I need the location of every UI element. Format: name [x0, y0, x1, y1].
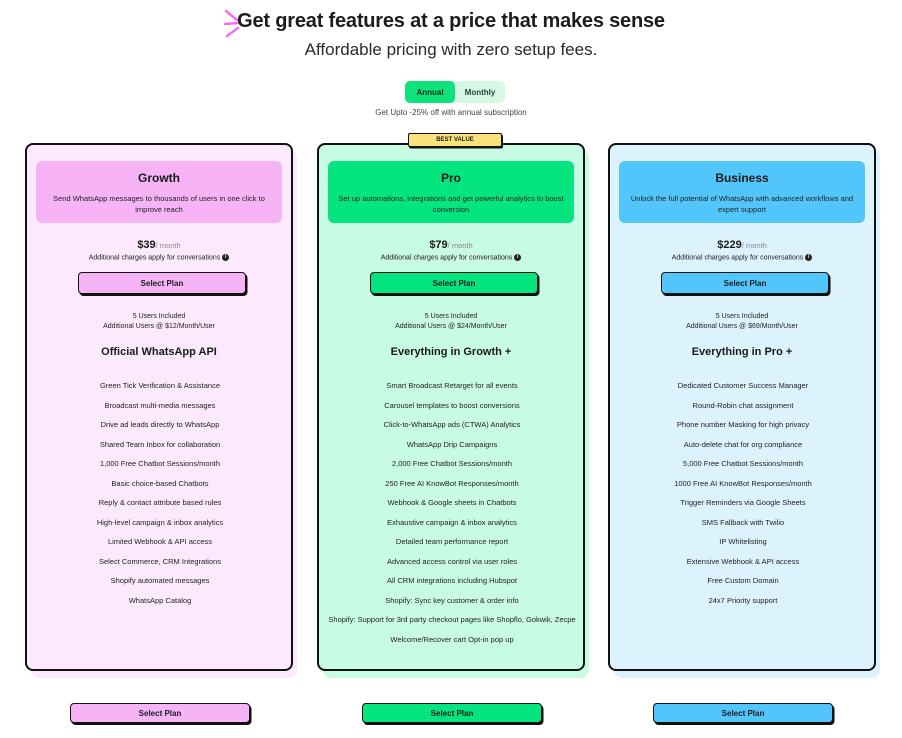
feature-item: Reply & contact attribute based rules: [98, 498, 222, 507]
feature-item: Select Commerce, CRM Integrations: [98, 556, 222, 566]
feature-item: Green Tick Verification & Assistance: [99, 381, 221, 390]
feature-item: WhatsApp Catalog: [128, 595, 192, 605]
price-period: / month: [155, 241, 181, 250]
feature-list: Smart Broadcast Retarget for all events …: [325, 381, 579, 654]
toggle-monthly[interactable]: Monthly: [464, 87, 496, 97]
feature-item: High-level campaign & inbox analytics: [96, 517, 224, 527]
feature-list: Green Tick Verification & Assistance Bro…: [33, 381, 287, 615]
feature-item: Limited Webhook & API access: [107, 537, 213, 546]
plan-description: Unlock the full potential of WhatsApp wi…: [630, 194, 854, 214]
additional-users: Additional Users @ $12/Month/User: [103, 323, 215, 330]
feature-item: Drive ad leads directly to WhatsApp: [100, 420, 220, 429]
feature-item: 2,000 Free Chatbot Sessions/month: [391, 459, 513, 468]
plan-name: Growth: [138, 171, 180, 185]
feature-item: Auto-delete chat for org compliance: [683, 439, 803, 449]
feature-item: Welcome/Recover cart Opt-in pop up: [390, 634, 514, 644]
feature-item: Exhaustive campaign & inbox analytics: [387, 517, 517, 527]
feature-item: Free Custom Domain: [707, 576, 779, 585]
select-plan-button[interactable]: Select Plan: [78, 272, 246, 294]
bottom-select-plan-growth[interactable]: Select Plan: [70, 703, 250, 723]
plan-header: Pro Set up automations, integrations and…: [328, 161, 574, 223]
charges-text: Additional charges apply for conversatio…: [380, 254, 513, 262]
feature-item: Advanced access control via user roles: [386, 556, 518, 566]
sparkle-icon: [223, 9, 240, 38]
feature-item: Trigger Reminders via Google Sheets: [680, 498, 806, 507]
feature-item: Carousel templates to boost conversions: [384, 400, 520, 410]
plan-card-growth: Growth Send WhatsApp messages to thousan…: [25, 143, 293, 671]
feature-item: Dedicated Customer Success Manager: [677, 381, 809, 390]
feature-item: 5,000 Free Chatbot Sessions/month: [682, 459, 804, 468]
plan-header: Business Unlock the full potential of Wh…: [619, 161, 865, 223]
bottom-select-plan-pro[interactable]: Select Plan: [362, 703, 542, 723]
info-icon[interactable]: i: [805, 254, 813, 261]
feature-item: 24x7 Priority support: [708, 595, 778, 605]
charges-note: Additional charges apply for conversatio…: [319, 254, 583, 261]
charges-note: Additional charges apply for conversatio…: [27, 254, 291, 261]
features-section-title: Official WhatsApp API: [101, 346, 217, 358]
users-included: 5 Users Included: [424, 313, 478, 320]
plan-name: Business: [715, 171, 769, 185]
plan-card-business: Business Unlock the full potential of Wh…: [608, 143, 876, 671]
price-period: / month: [447, 241, 473, 250]
feature-item: Webhook & Google sheets in Chatbots: [387, 498, 517, 507]
charges-note: Additional charges apply for conversatio…: [610, 254, 874, 261]
billing-toggle[interactable]: Annual Monthly: [405, 81, 505, 103]
feature-item: 1,000 Free Chatbot Sessions/month: [99, 459, 221, 468]
charges-text: Additional charges apply for conversatio…: [88, 254, 221, 262]
feature-item: Smart Broadcast Retarget for all events: [386, 381, 518, 390]
feature-item: IP Whitelisting: [719, 537, 767, 546]
features-section-title: Everything in Growth +: [390, 346, 512, 358]
feature-item: Basic choice-based Chatbots: [111, 478, 209, 488]
feature-item: Shared Team Inbox for collaboration: [99, 439, 221, 449]
toggle-annual[interactable]: Annual: [405, 81, 455, 103]
users-info: 5 Users Included Additional Users @ $12/…: [27, 312, 291, 332]
feature-list: Dedicated Customer Success Manager Round…: [616, 381, 870, 615]
select-plan-button[interactable]: Select Plan: [661, 272, 829, 294]
feature-item: WhatsApp Drip Campaigns: [406, 439, 498, 449]
plan-description: Send WhatsApp messages to thousands of u…: [53, 194, 265, 214]
feature-item: 250 Free AI KnowBot Responses/month: [385, 478, 519, 488]
page-title: Get great features at a price that makes…: [237, 10, 665, 32]
plan-card-pro: Pro Set up automations, integrations and…: [317, 143, 585, 671]
plan-name: Pro: [440, 171, 461, 185]
feature-item: Shopify: Sync key customer & order info: [385, 595, 519, 605]
plan-price: $229/ month: [610, 235, 874, 253]
price-amount: $79: [429, 239, 448, 251]
plan-header: Growth Send WhatsApp messages to thousan…: [36, 161, 282, 223]
feature-item: Shopify automated messages: [110, 576, 210, 585]
feature-item: SMS Fallback with Twilio: [701, 517, 785, 527]
plan-description: Set up automations, integrations and get…: [338, 194, 564, 214]
features-section-title: Everything in Pro +: [691, 346, 793, 358]
plan-price: $79/ month: [319, 235, 583, 253]
best-value-badge: BEST VALUE: [408, 133, 502, 147]
feature-item: All CRM integrations including Hubspot: [386, 576, 518, 585]
info-icon[interactable]: i: [222, 254, 230, 261]
select-plan-button[interactable]: Select Plan: [370, 272, 538, 294]
feature-item: Broadcast multi-media messages: [104, 400, 216, 410]
additional-users: Additional Users @ $24/Month/User: [395, 323, 507, 330]
additional-users: Additional Users @ $69/Month/User: [686, 323, 798, 330]
charges-text: Additional charges apply for conversatio…: [671, 254, 804, 262]
price-period: / month: [741, 241, 767, 250]
discount-note: Get Upto -25% off with annual subscripti…: [375, 108, 527, 117]
users-included: 5 Users Included: [715, 313, 769, 320]
price-amount: $39: [137, 239, 156, 251]
feature-item: Phone number Masking for high privacy: [676, 420, 810, 429]
users-info: 5 Users Included Additional Users @ $69/…: [610, 312, 874, 332]
feature-item: Shopify: Support for 3rd party checkout …: [328, 615, 576, 624]
price-amount: $229: [717, 239, 742, 251]
users-included: 5 Users Included: [132, 313, 186, 320]
bottom-select-plan-business[interactable]: Select Plan: [653, 703, 833, 723]
plan-price: $39/ month: [27, 235, 291, 253]
info-icon[interactable]: i: [514, 254, 522, 261]
feature-item: Click-to-WhatsApp ads (CTWA) Analytics: [383, 420, 521, 429]
feature-item: 1000 Free AI KnowBot Responses/month: [674, 478, 812, 488]
page-subtitle: Affordable pricing with zero setup fees.: [304, 40, 598, 59]
feature-item: Detailed team performance report: [395, 537, 509, 546]
users-info: 5 Users Included Additional Users @ $24/…: [319, 312, 583, 332]
feature-item: Extensive Webhook & API access: [686, 556, 800, 566]
feature-item: Round-Robin chat assignment: [692, 400, 794, 410]
